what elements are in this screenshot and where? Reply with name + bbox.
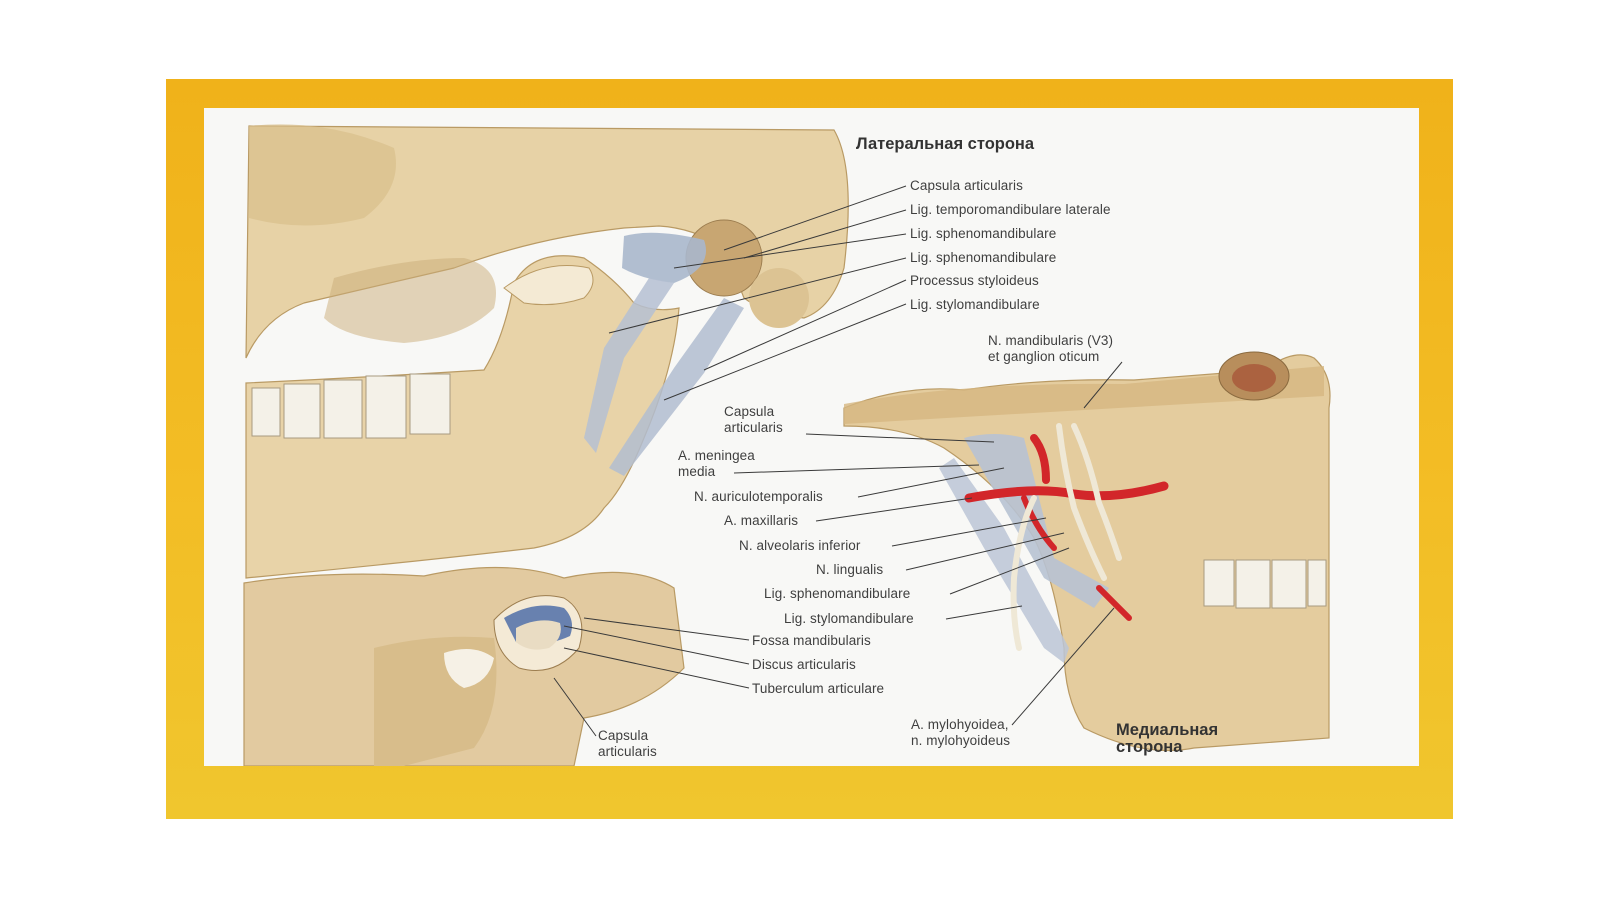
label-discus-articularis: Discus articularis	[752, 657, 856, 672]
label-tuberculum-articulare: Tuberculum articulare	[752, 681, 885, 696]
anatomy-illustration: Латеральная сторона Медиальная сторона C…	[204, 108, 1419, 766]
label-lig-stylomandibulare: Lig. stylomandibulare	[910, 297, 1040, 312]
label-a-meningea-media: A. meningea media	[678, 448, 755, 479]
header-medial: Медиальная сторона	[1116, 721, 1219, 756]
label-lig-sphenomandibulare-medial: Lig. sphenomandibulare	[764, 586, 911, 601]
medial-view	[843, 351, 1331, 752]
label-n-lingualis: N. lingualis	[816, 562, 884, 577]
sagittal-section	[243, 566, 685, 766]
label-processus-styloideus: Processus styloideus	[910, 273, 1039, 288]
label-n-auriculotemporalis: N. auriculotemporalis	[694, 489, 823, 504]
label-lig-stylomandibulare-medial: Lig. stylomandibulare	[784, 611, 914, 626]
label-lig-sphenomandibulare-2: Lig. sphenomandibulare	[910, 250, 1057, 265]
label-fossa-mandibularis: Fossa mandibularis	[752, 633, 871, 648]
label-capsula-medial: Capsula articularis	[724, 404, 783, 435]
leader-lines	[553, 185, 1123, 737]
label-lig-temporomandibulare: Lig. temporomandibulare laterale	[910, 202, 1111, 217]
header-lateral: Латеральная сторона	[856, 135, 1035, 153]
label-a-maxillaris: A. maxillaris	[724, 513, 799, 528]
label-n-mandibularis: N. mandibularis (V3) et ganglion oticum	[988, 333, 1114, 364]
label-capsula-articularis: Capsula articularis	[910, 178, 1023, 193]
label-n-alveolaris-inferior: N. alveolaris inferior	[739, 538, 861, 553]
label-a-mylohyoidea: A. mylohyoidea, n. mylohyoideus	[911, 717, 1011, 748]
label-lig-sphenomandibulare-1: Lig. sphenomandibulare	[910, 226, 1057, 241]
lateral-skull	[245, 124, 849, 579]
label-capsula-sagittal: Capsula articularis	[598, 728, 657, 759]
tmj-illustration	[243, 124, 1331, 766]
